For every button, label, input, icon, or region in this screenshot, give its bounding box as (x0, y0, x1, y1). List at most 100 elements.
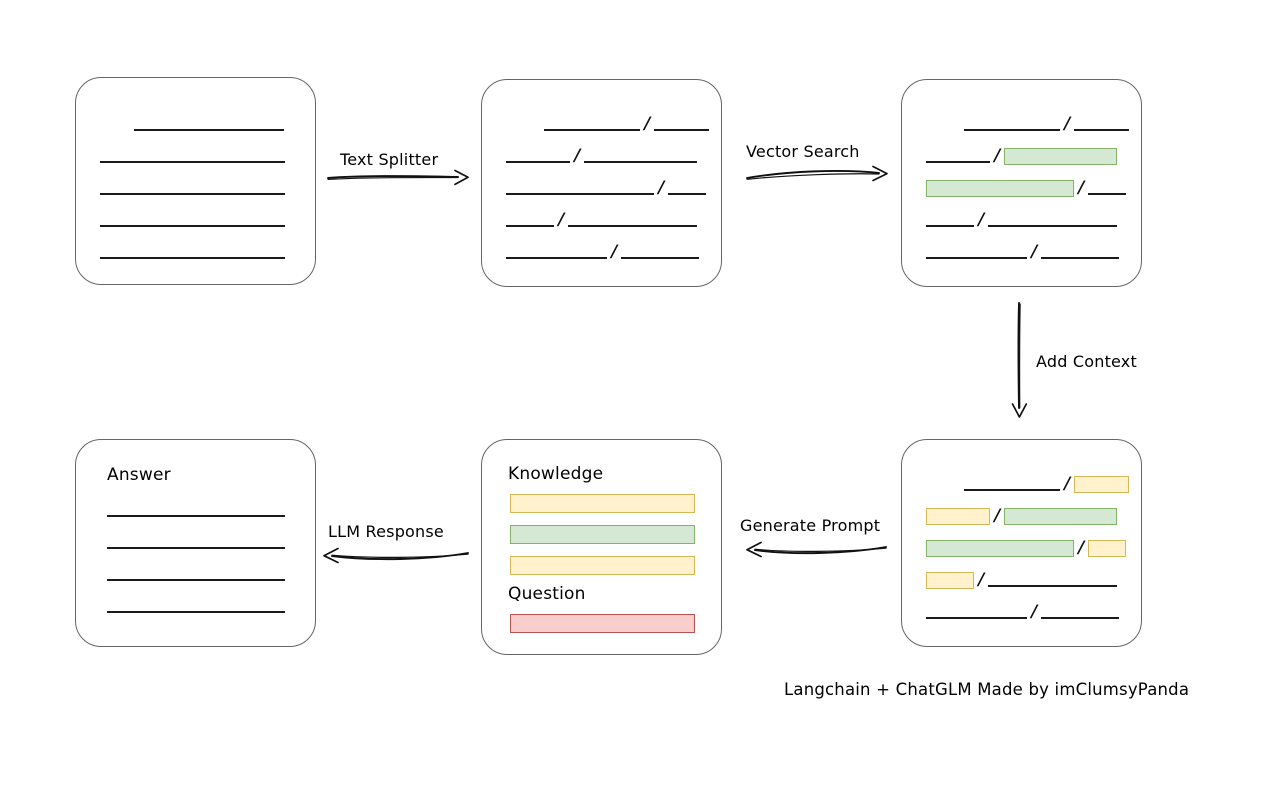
edge-llm-response-label: LLM Response (328, 522, 444, 541)
card-split-document[interactable]: / / / / / (481, 79, 722, 287)
text-line-segment (100, 257, 285, 259)
document-line: / (506, 177, 707, 198)
text-line-segment (1041, 617, 1120, 619)
text-line-segment (107, 515, 285, 517)
chunk-separator: / (1078, 177, 1085, 198)
chunk-separator: / (1064, 473, 1071, 494)
text-line-segment (654, 129, 710, 131)
document-line: / (926, 569, 1118, 590)
document-line (107, 502, 285, 518)
document-line: / (506, 241, 700, 262)
text-line-segment (506, 257, 607, 259)
text-line-segment (964, 129, 1060, 131)
document-line: / (506, 211, 698, 228)
document-line (107, 566, 285, 582)
chunk-separator: / (658, 177, 665, 198)
text-line-segment (988, 225, 1118, 227)
text-line-segment (926, 617, 1027, 619)
text-line-segment (926, 257, 1027, 259)
chunk-separator: / (1064, 113, 1071, 134)
chunk-separator: / (978, 569, 985, 590)
text-line-segment (506, 161, 570, 163)
highlighted-chunk-green (926, 179, 1074, 197)
edge-add-context-label: Add Context (1036, 352, 1137, 371)
text-line-segment (1074, 129, 1130, 131)
knowledge-bar-green (510, 525, 695, 544)
text-line-segment (107, 579, 285, 581)
edge-llm-response-arrow (323, 547, 469, 564)
highlighted-chunk-green (1004, 147, 1118, 165)
highlighted-chunk-yellow (1074, 475, 1130, 493)
text-line-segment (506, 193, 654, 195)
card-answer[interactable]: Answer (75, 439, 316, 647)
chunk-separator: / (644, 113, 651, 134)
text-line-segment (1088, 193, 1127, 195)
text-line-segment (964, 489, 1060, 491)
text-line-segment (926, 161, 990, 163)
knowledge-bar-yellow (510, 494, 695, 513)
text-line-segment (544, 129, 640, 131)
question-heading: Question (508, 584, 586, 604)
document-line (107, 534, 285, 550)
document-line (100, 148, 285, 164)
card-context-document-body: / / / / / (902, 440, 1141, 646)
chunk-separator: / (994, 505, 1001, 526)
highlighted-chunk-yellow (926, 571, 974, 589)
edge-add-context: Add Context (1000, 300, 1160, 420)
edge-text-splitter: Text Splitter (326, 150, 471, 200)
document-line: / (926, 145, 1118, 166)
card-generated-prompt-body: Knowledge Question (482, 440, 721, 654)
edge-vector-search-label: Vector Search (746, 142, 860, 161)
text-line-segment (668, 193, 707, 195)
text-line-segment (134, 129, 284, 131)
knowledge-bar-yellow (510, 556, 695, 575)
document-line: / (926, 601, 1120, 622)
knowledge-heading: Knowledge (508, 464, 604, 484)
highlighted-chunk-yellow (926, 507, 990, 525)
highlighted-chunk-yellow (1088, 539, 1127, 557)
document-line (100, 212, 285, 228)
text-line-segment (568, 225, 698, 227)
document-line (100, 244, 285, 260)
document-line: / (964, 473, 1130, 494)
document-line: / (926, 177, 1127, 198)
chunk-separator: / (1078, 537, 1085, 558)
text-line-segment (988, 585, 1118, 587)
chunk-separator: / (611, 241, 618, 262)
card-context-document[interactable]: / / / / / (901, 439, 1142, 647)
document-line: / (506, 145, 698, 166)
card-source-document-body (76, 78, 315, 284)
card-generated-prompt[interactable]: Knowledge Question (481, 439, 722, 655)
card-source-document[interactable] (75, 77, 316, 285)
text-line-segment (621, 257, 700, 259)
chunk-separator: / (1031, 601, 1038, 622)
edge-generate-prompt: Generate Prompt (738, 510, 890, 560)
document-line (107, 598, 285, 614)
text-line-segment (584, 161, 698, 163)
card-split-document-body: / / / / / (482, 80, 721, 286)
document-line: / (926, 209, 1118, 230)
card-vector-matched-document-body: / / / / / (902, 80, 1141, 286)
question-bar-red (510, 614, 695, 633)
document-line (134, 116, 284, 132)
edge-text-splitter-label: Text Splitter (340, 150, 439, 169)
edge-generate-prompt-label: Generate Prompt (740, 516, 881, 535)
document-line: / (926, 537, 1127, 558)
footer-credit: Langchain + ChatGLM Made by imClumsyPand… (784, 680, 1190, 699)
document-line: / (544, 113, 710, 134)
text-line-segment (100, 225, 285, 227)
chunk-separator: / (1031, 241, 1038, 262)
edge-generate-prompt-arrow (746, 541, 887, 558)
edge-text-splitter-arrow (327, 169, 469, 186)
highlighted-chunk-green (1004, 507, 1118, 525)
chunk-separator: / (574, 145, 581, 166)
edge-llm-response: LLM Response (320, 510, 472, 564)
text-line-segment (107, 611, 285, 613)
chunk-separator: / (978, 209, 985, 230)
text-line-segment (1041, 257, 1120, 259)
card-vector-matched-document[interactable]: / / / / / (901, 79, 1142, 287)
text-line-segment (107, 547, 285, 549)
document-line: / (926, 241, 1120, 262)
chunk-separator: / (994, 145, 1001, 166)
